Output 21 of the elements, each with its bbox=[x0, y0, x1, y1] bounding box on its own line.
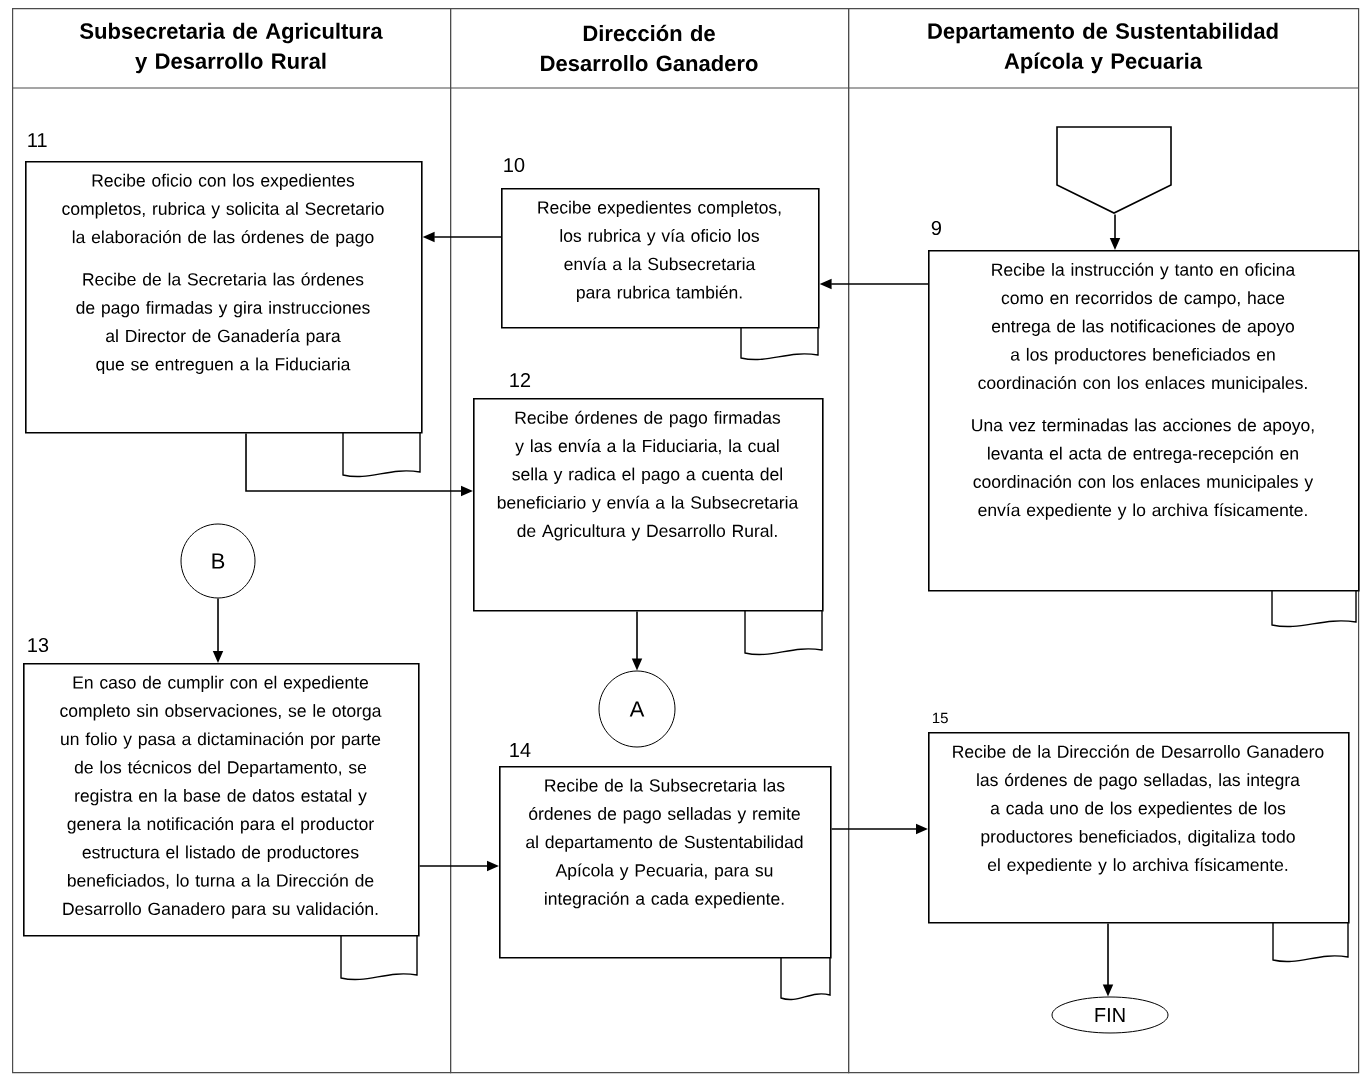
off-page-connector bbox=[1056, 126, 1172, 214]
swimlane bbox=[12, 8, 452, 1074]
step-number: 11 bbox=[28, 133, 47, 147]
lane-header: Subsecretaria de Agricultura y Desarrollo Rural bbox=[80, 22, 383, 74]
process-box: Recibe órdenes de pago firmadas y las envía a la Fiduciaria, la cual sella y radica el pago a cuenta del beneficiario y envía a la Subsecretaria de Agricultura y Desarrollo Rural. bbox=[473, 398, 824, 612]
swimlane bbox=[450, 8, 850, 1074]
step-number: 9 bbox=[931, 220, 941, 236]
lane-header: Departamento de Sustentabilidad Apícola y Pecuaria bbox=[928, 22, 1278, 74]
lane-header: Dirección de Desarrollo Ganadero bbox=[541, 24, 758, 72]
process-box: Recibe de la Dirección de Desarrollo Ganadero las órdenes de pago selladas, las integra a cada uno de los expedientes de los productores beneficiados, digitaliza todo el expediente y lo archiva físicamente. bbox=[928, 732, 1350, 924]
step-number: 12 bbox=[510, 373, 531, 387]
step-number: 15 bbox=[932, 712, 948, 724]
swimlane bbox=[848, 8, 1360, 1074]
step-number: 13 bbox=[28, 637, 49, 653]
process-box: Recibe la instrucción y tanto en oficina como en recorridos de campo, hace entrega de las notificaciones de apoyo a los productores beneficiados en coordinación con los enlaces municipales. Una vez terminadas las acciones de apoyo, levanta el acta de entrega-recepción en coordinación con los enlaces municipales y envía expediente y lo archiva físicamente. bbox=[928, 250, 1360, 592]
process-box: En caso de cumplir con el expediente completo sin observaciones, se le otorga un folio y pasa a dictaminación por parte de los técnicos del Departamento, se registra en la base de datos estatal y genera la notificación para el productor estructura el listado de productores beneficiados, lo turna a la Dirección de Desarrollo Ganadero para su validación. bbox=[23, 663, 420, 937]
process-box: Recibe de la Subsecretaria las órdenes de pago selladas y remite al departamento de Sustentabilidad Apícola y Pecuaria, para su integración a cada expediente. bbox=[499, 766, 832, 959]
process-box: Recibe oficio con los expedientes completos, rubrica y solicita al Secretario la elaboración de las órdenes de pago Recibe de la Secretaria las órdenes de pago firmadas y gira instrucciones al Director de Ganadería para que se entreguen a la Fiduciaria bbox=[25, 161, 423, 434]
process-box: Recibe expedientes completos, los rubrica y vía oficio los envía a la Subsecretaria para rubrica también. bbox=[501, 188, 820, 329]
step-number: 14 bbox=[510, 743, 531, 757]
step-number: 10 bbox=[504, 157, 525, 173]
